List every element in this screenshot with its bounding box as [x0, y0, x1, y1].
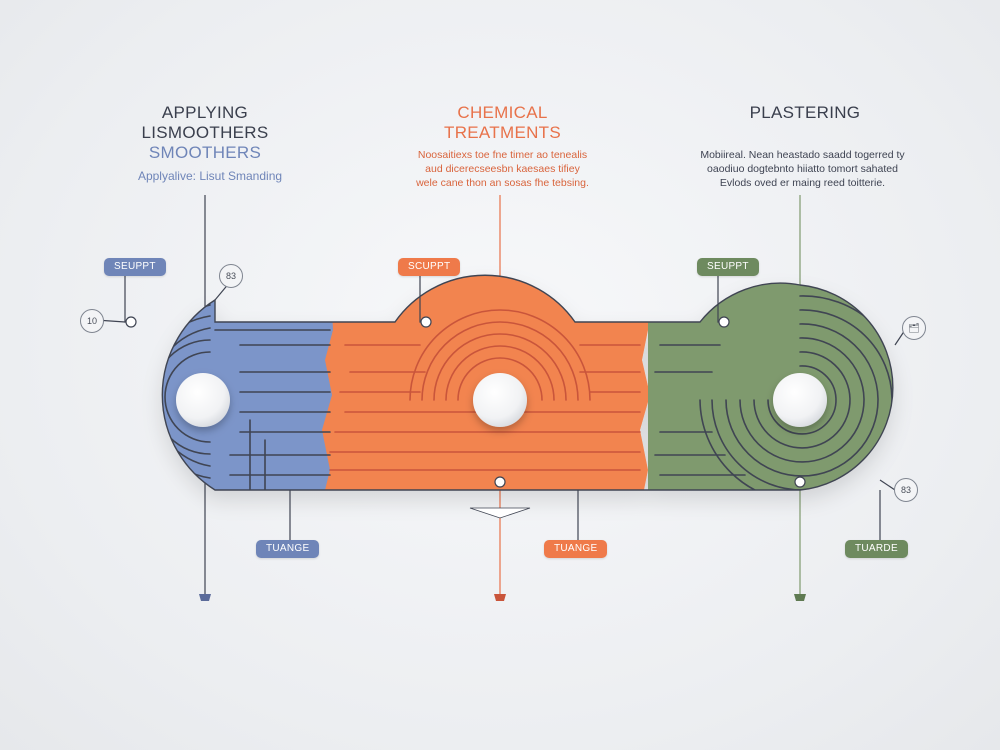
description-line: wele cane thon an sosas fhe tebsing. — [416, 177, 589, 189]
node-ball-orange — [473, 373, 527, 427]
badge-blue-left: 10 — [80, 309, 104, 333]
stage-title-plastering: PLASTERING — [700, 103, 910, 123]
description-line: Noosaitiexs toe fne timer ao tenealis — [417, 149, 588, 161]
title-line: LISMOOTHERS — [141, 123, 269, 142]
title-line: PLASTERING — [749, 103, 861, 122]
pointer-arrow — [469, 507, 531, 519]
stage-title-applying-smoothers: APPLYING LISMOOTHERS SMOOTHERS — [100, 103, 310, 163]
top-label-blue: SEUPPT — [104, 258, 166, 276]
title-line: TREATMENTS — [444, 123, 561, 142]
connector-dot — [125, 316, 137, 328]
folder-icon: 🗂 — [902, 316, 926, 340]
title-line: CHEMICAL — [457, 103, 548, 122]
title-line: APPLYING — [161, 103, 249, 122]
title-line: SMOOTHERS — [148, 143, 262, 162]
top-label-green: SEUPPT — [697, 258, 759, 276]
end-marker-blue — [199, 594, 211, 601]
connector-dot — [718, 316, 730, 328]
badge-green-bottom: 83 — [894, 478, 918, 502]
connector-dot — [494, 476, 506, 488]
node-ball-green — [773, 373, 827, 427]
connector-dot — [794, 476, 806, 488]
bottom-label-green: TUARDE — [845, 540, 908, 558]
stage-description-blue: Applyalive: Lisut Smanding — [137, 169, 283, 183]
connector-dot — [420, 316, 432, 328]
top-label-orange: SCUPPT — [398, 258, 461, 276]
description-line: Evlods oved er maing reed toitterie. — [719, 177, 886, 189]
badge-blue-top: 83 — [219, 264, 243, 288]
end-marker-orange — [494, 594, 506, 601]
stage-description-green: Mobiireal. Nean heastado saadd togerred … — [690, 148, 915, 190]
description-line: oaodiuo dogtebnto hiiatto tomort sahated — [707, 163, 898, 175]
description-line: aud dicerecseesbn kaesaes tifiey — [425, 163, 580, 175]
node-ball-blue — [176, 373, 230, 427]
bottom-label-orange: TUANGE — [544, 540, 608, 558]
bottom-label-blue: TUANGE — [256, 540, 320, 558]
stage-title-chemical-treatments: CHEMICAL TREATMENTS — [400, 103, 605, 143]
end-marker-green — [794, 594, 806, 601]
description-line: Mobiireal. Nean heastado saadd togerred … — [700, 149, 905, 161]
stage-description-orange: Noosaitiexs toe fne timer ao tenealis au… — [390, 148, 615, 190]
